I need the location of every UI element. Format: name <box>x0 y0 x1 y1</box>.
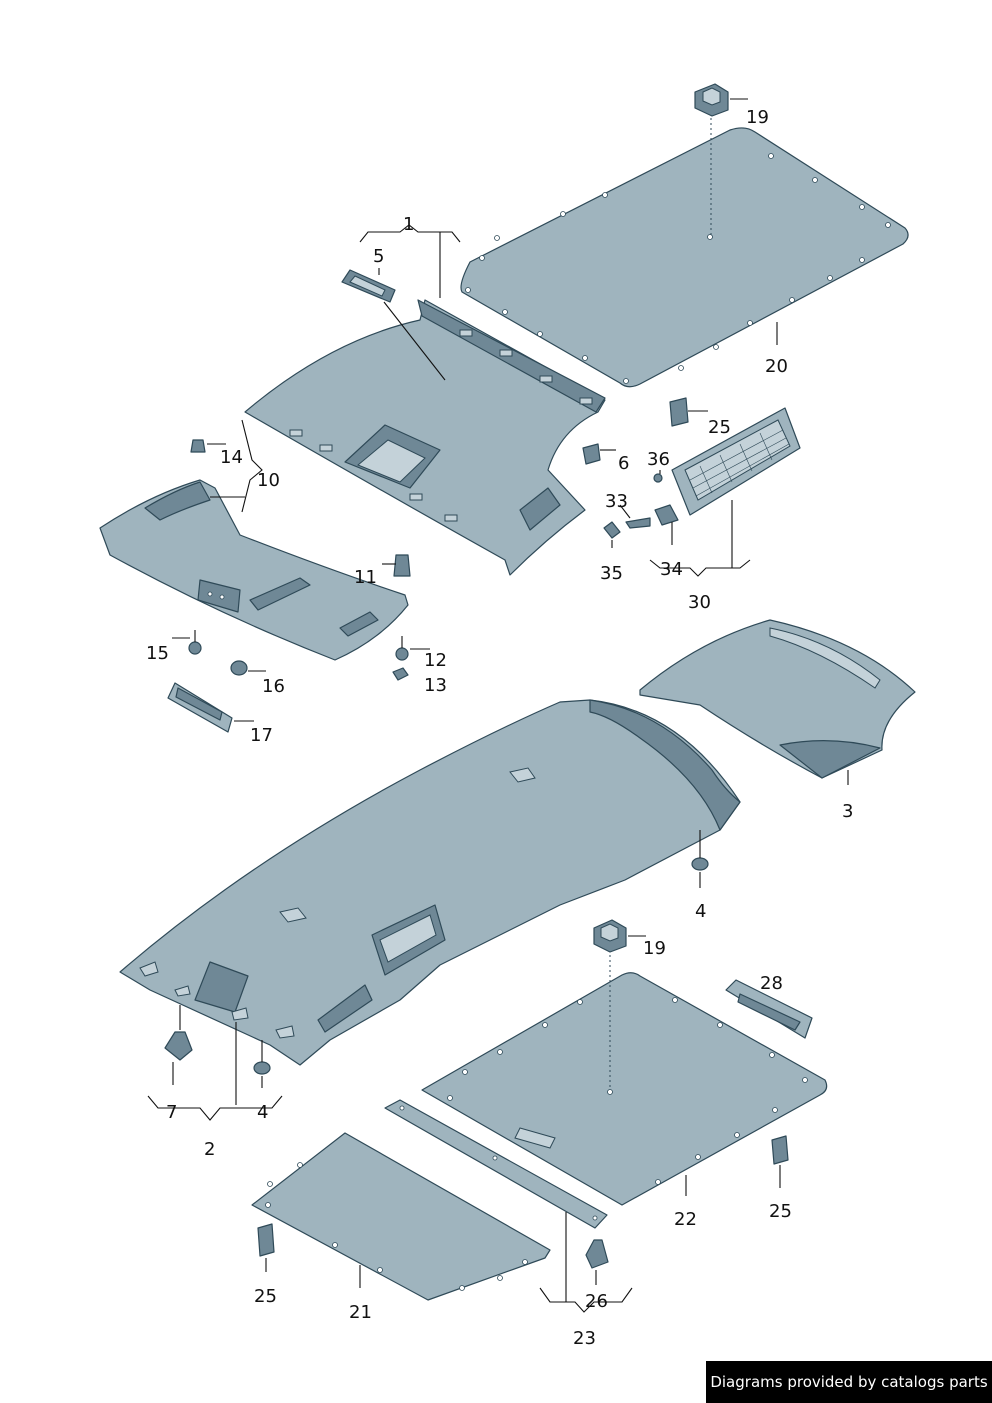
label-4-upper: 4 <box>695 901 706 922</box>
part-number-labels: 1 5 19 20 25 6 36 33 34 35 30 14 10 11 1… <box>146 107 853 1349</box>
frame-5 <box>341 269 446 381</box>
clip-4-lower <box>253 1061 271 1075</box>
screw-15 <box>188 630 202 655</box>
label-16: 16 <box>262 676 285 697</box>
label-3: 3 <box>842 801 853 822</box>
label-35: 35 <box>600 563 623 584</box>
nut-13 <box>392 667 409 681</box>
label-23: 23 <box>573 1328 596 1349</box>
trim-panel-10 <box>99 479 409 661</box>
label-6: 6 <box>618 453 629 474</box>
hook-7 <box>164 1031 193 1061</box>
roof-panel-21 <box>251 1132 551 1301</box>
label-2: 2 <box>204 1139 215 1160</box>
handle-28 <box>725 979 813 1039</box>
label-13: 13 <box>424 675 447 696</box>
label-19-top: 19 <box>746 107 769 128</box>
label-34: 34 <box>660 559 683 580</box>
clip-19-lower <box>593 919 627 953</box>
leader-lines <box>147 98 849 1313</box>
headliner-main-2 <box>119 699 741 1066</box>
clip-25-top <box>669 397 689 427</box>
label-28: 28 <box>760 973 783 994</box>
label-21: 21 <box>349 1302 372 1323</box>
clip-36 <box>653 473 663 483</box>
label-11: 11 <box>354 567 377 588</box>
label-33: 33 <box>605 491 628 512</box>
label-5: 5 <box>373 246 384 267</box>
label-19-lower: 19 <box>643 938 666 959</box>
label-1: 1 <box>403 214 414 235</box>
label-26: 26 <box>585 1291 608 1312</box>
label-36: 36 <box>647 449 670 470</box>
clip-6 <box>582 443 601 465</box>
headliner-rear-3 <box>639 619 916 779</box>
screw-33 <box>625 517 651 529</box>
clip-26 <box>585 1239 609 1269</box>
clip-25-left <box>257 1223 275 1257</box>
clip-11 <box>393 554 411 577</box>
cap-16 <box>230 660 248 676</box>
headliner-front-1 <box>244 299 606 576</box>
roof-panel-22 <box>421 955 828 1206</box>
handle-17 <box>167 682 233 733</box>
label-12: 12 <box>424 650 447 671</box>
clip-19-top <box>694 83 729 117</box>
label-20: 20 <box>765 356 788 377</box>
clip-35 <box>603 521 621 539</box>
label-17: 17 <box>250 725 273 746</box>
strip-23 <box>384 1099 608 1229</box>
storage-net-30 <box>671 407 801 516</box>
hook-34 <box>654 504 679 526</box>
label-25-top: 25 <box>708 417 731 438</box>
clip-4-upper <box>691 857 709 871</box>
screw-12 <box>395 636 409 661</box>
label-15: 15 <box>146 643 169 664</box>
label-4-lower: 4 <box>257 1102 268 1123</box>
label-30: 30 <box>688 592 711 613</box>
clip-25-right <box>771 1135 789 1165</box>
label-25-right: 25 <box>769 1201 792 1222</box>
label-14: 14 <box>220 447 243 468</box>
label-7: 7 <box>166 1102 177 1123</box>
label-10: 10 <box>257 470 280 491</box>
clip-14 <box>190 439 206 453</box>
label-22: 22 <box>674 1209 697 1230</box>
credit-banner: Diagrams provided by catalogs parts <box>706 1361 992 1403</box>
label-25-left: 25 <box>254 1286 277 1307</box>
roof-panel-20 <box>460 118 909 388</box>
